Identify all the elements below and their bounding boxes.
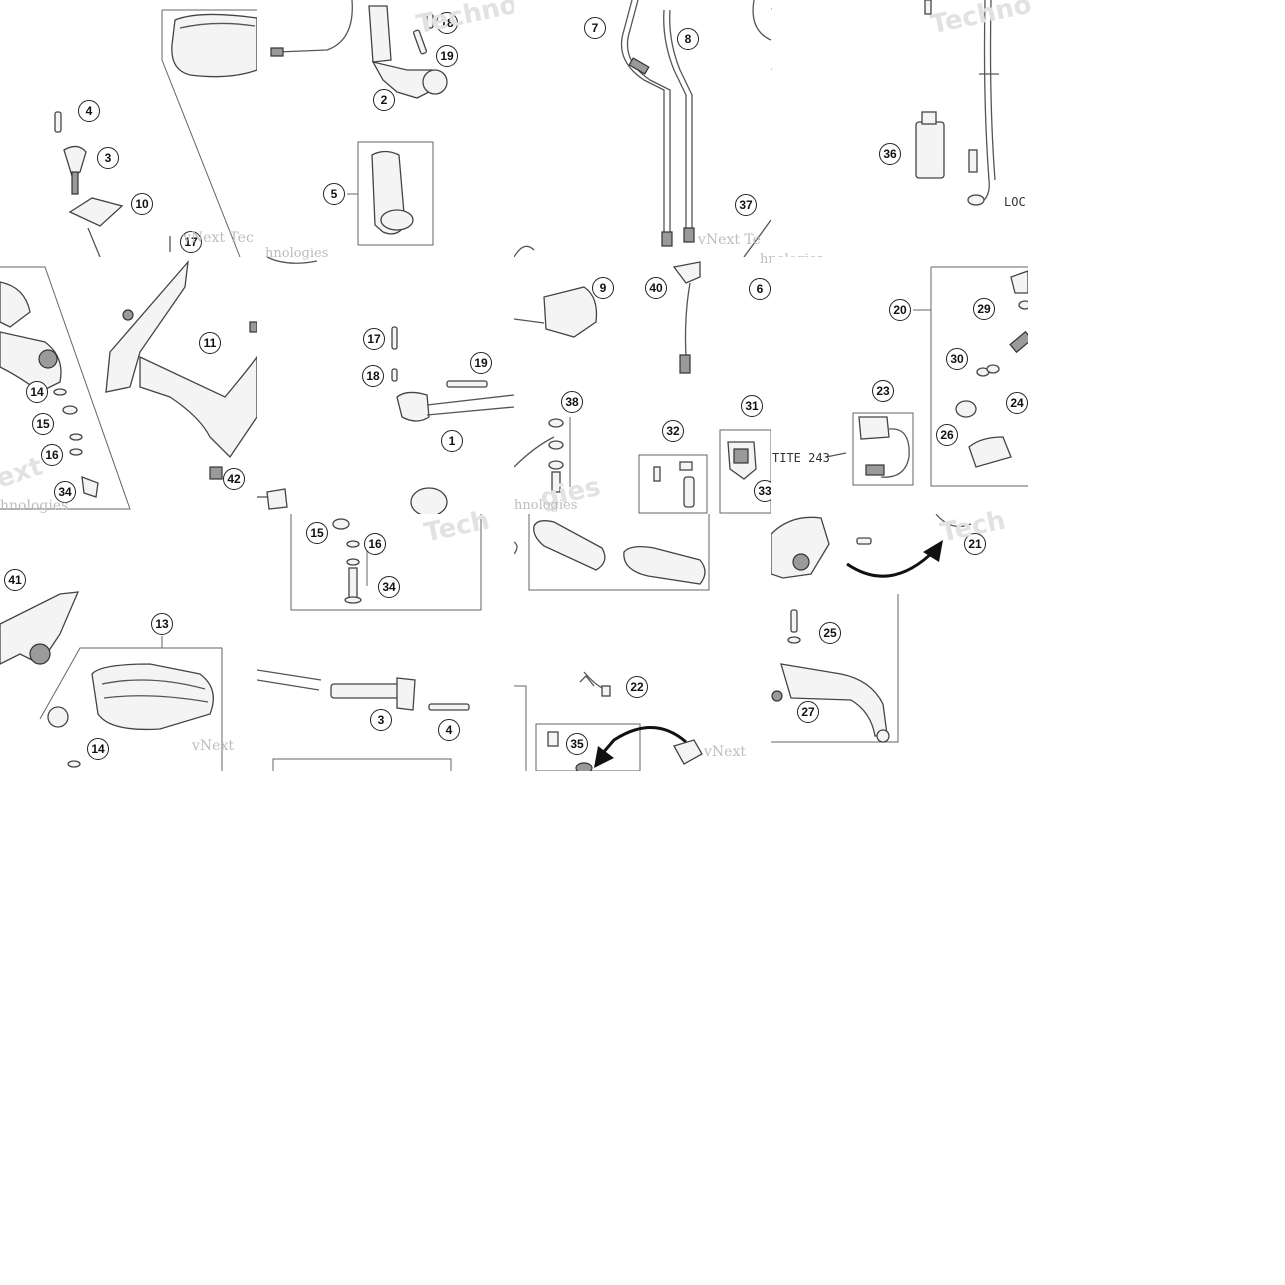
tile-mirror-bracket — [0, 257, 257, 514]
callout-36[interactable]: 36 — [879, 143, 901, 165]
callout-10[interactable]: 10 — [131, 193, 153, 215]
callout-2[interactable]: 2 — [373, 89, 395, 111]
callout-15[interactable]: 15 — [306, 522, 328, 544]
callout-18[interactable]: 18 — [436, 12, 458, 34]
tile-throttle-housing — [257, 257, 514, 514]
clutch-lever-drawing — [771, 514, 972, 743]
mirror-bracket-drawing — [0, 259, 257, 510]
callout-16[interactable]: 16 — [364, 533, 386, 555]
tile-switch-grips — [514, 257, 771, 514]
callout-32[interactable]: 32 — [662, 420, 684, 442]
callout-3[interactable]: 3 — [97, 147, 119, 169]
throttle-drawing — [270, 0, 448, 246]
switch-grips-drawing — [514, 261, 771, 514]
callout-5[interactable]: 5 — [323, 183, 345, 205]
throttle-housing-drawing — [257, 257, 514, 514]
clutch-master-drawing — [825, 266, 1028, 487]
callout-9[interactable]: 9 — [592, 277, 614, 299]
callout-3[interactable]: 3 — [370, 709, 392, 731]
callout-6[interactable]: 6 — [749, 278, 771, 300]
callout-19[interactable]: 19 — [436, 45, 458, 67]
callout-24[interactable]: 24 — [1006, 392, 1028, 414]
tile-clutch-lever — [771, 514, 1028, 771]
callout-30[interactable]: 30 — [946, 348, 968, 370]
callout-11[interactable]: 11 — [199, 332, 221, 354]
callout-29[interactable]: 29 — [973, 298, 995, 320]
callout-31[interactable]: 31 — [741, 395, 763, 417]
callout-26[interactable]: 26 — [936, 424, 958, 446]
lubricant-drawing — [771, 0, 999, 206]
callout-16[interactable]: 16 — [41, 444, 63, 466]
callout-18[interactable]: 18 — [362, 365, 384, 387]
handlebar-drawing — [257, 514, 482, 771]
callout-25[interactable]: 25 — [819, 622, 841, 644]
callout-17[interactable]: 17 — [363, 328, 385, 350]
tile-handlebar — [257, 514, 514, 771]
callout-27[interactable]: 27 — [797, 701, 819, 723]
callout-40[interactable]: 40 — [645, 277, 667, 299]
callout-42[interactable]: 42 — [223, 468, 245, 490]
grips-lever-drawing — [514, 514, 710, 771]
tile-throttle — [257, 0, 514, 257]
callout-23[interactable]: 23 — [872, 380, 894, 402]
callout-38[interactable]: 38 — [561, 391, 583, 413]
mirror-assembly-drawing — [0, 591, 223, 771]
callout-1[interactable]: 1 — [441, 430, 463, 452]
tile-grips-lever — [514, 514, 771, 771]
callout-34[interactable]: 34 — [378, 576, 400, 598]
callout-20[interactable]: 20 — [889, 299, 911, 321]
callout-37[interactable]: 37 — [735, 194, 757, 216]
callout-4[interactable]: 4 — [78, 100, 100, 122]
loctite-label: LOC — [1004, 195, 1026, 209]
callout-34[interactable]: 34 — [54, 481, 76, 503]
cables-drawing — [514, 0, 771, 257]
tile-clutch-master — [771, 257, 1028, 514]
callout-41[interactable]: 41 — [4, 569, 26, 591]
callout-13[interactable]: 13 — [151, 613, 173, 635]
callout-8[interactable]: 8 — [677, 28, 699, 50]
callout-35[interactable]: 35 — [566, 733, 588, 755]
tile-mirror-clamp — [0, 0, 257, 257]
callout-17[interactable]: 17 — [180, 231, 202, 253]
tile-cables — [514, 0, 771, 257]
mirror-clamp-drawing — [54, 9, 257, 257]
callout-22[interactable]: 22 — [626, 676, 648, 698]
callout-15[interactable]: 15 — [32, 413, 54, 435]
tile-mirror-assembly — [0, 514, 257, 771]
tile-lubricant — [771, 0, 1028, 257]
callout-7[interactable]: 7 — [584, 17, 606, 39]
callout-14[interactable]: 14 — [26, 381, 48, 403]
callout-21[interactable]: 21 — [964, 533, 986, 555]
callout-14[interactable]: 14 — [87, 738, 109, 760]
loctite-label: TITE 243 — [772, 451, 830, 465]
callout-4[interactable]: 4 — [438, 719, 460, 741]
callout-19[interactable]: 19 — [470, 352, 492, 374]
